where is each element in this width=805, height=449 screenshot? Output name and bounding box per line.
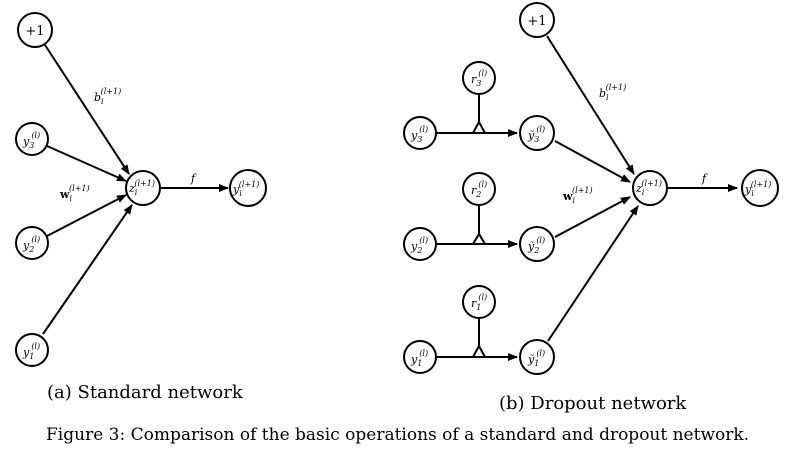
thinned-node-y1: ỹ1(l) [519,339,555,375]
svg-text:r3(l): r3(l) [471,69,487,88]
svg-text:ỹ2(l): ỹ2(l) [527,236,545,255]
output-node: yi(l+1) [229,169,267,207]
input-node-y2: y2(l) [15,226,49,260]
edge-bias-to-z-dropout [546,35,635,175]
mask-node-r2: r2(l) [462,172,496,206]
mask-node-r3: r3(l) [462,61,496,95]
svg-text:y3(l): y3(l) [410,125,428,144]
svg-text:y1(l): y1(l) [22,342,40,361]
bias-node: +1 [17,12,53,48]
mask2-multiplier-icon [471,232,487,245]
svg-text:ỹ1(l): ỹ1(l) [527,349,545,368]
dropout-network: bi(l+1) wi(l+1) f +1 r3(l) r2(l) r1(l) y… [403,2,779,414]
input-node-y1-dropout: y1(l) [403,340,437,374]
weight-vector-label: wi(l+1) [59,184,90,203]
svg-text:r2(l): r2(l) [471,180,487,199]
svg-text:r1(l): r1(l) [471,293,487,312]
edge-y2-to-z [46,194,127,237]
svg-text:yi(l+1): yi(l+1) [232,180,259,198]
svg-text:y3(l): y3(l) [22,131,40,150]
svg-text:zi(l+1): zi(l+1) [128,179,155,197]
z-node: zi(l+1) [125,170,161,206]
bias-node-dropout: +1 [519,2,555,38]
output-node-dropout: yi(l+1) [741,169,779,207]
mask3-multiplier-icon [471,119,487,134]
bias-weight-label: bi(l+1) [94,87,121,106]
thinned-node-y3: ỹ3(l) [519,115,555,151]
thinned-node-y2: ỹ2(l) [519,226,555,262]
svg-text:+1: +1 [25,24,44,39]
figure-caption: Figure 3: Comparison of the basic operat… [46,425,749,445]
mask1-multiplier-icon [471,343,487,358]
caption-dropout: (b) Dropout network [499,393,687,414]
weight-vector-label-dropout: wi(l+1) [562,186,593,205]
edge-thinned1-to-z [547,205,639,342]
svg-text:y2(l): y2(l) [22,235,40,254]
input-node-y2-dropout: y2(l) [403,227,437,261]
z-node-dropout: zi(l+1) [632,170,668,206]
edge-bias-to-z [44,44,130,175]
activation-label-dropout: f [701,172,708,185]
edge-y3-to-z [46,145,127,182]
input-node-y3: y3(l) [15,122,49,156]
svg-text:zi(l+1): zi(l+1) [635,179,662,197]
mask-node-r1: r1(l) [462,285,496,319]
svg-text:ỹ3(l): ỹ3(l) [527,125,545,144]
svg-text:yi(l+1): yi(l+1) [744,180,771,198]
input-node-y3-dropout: y3(l) [403,116,437,150]
activation-label: f [190,172,197,185]
edge-thinned3-to-z [554,140,631,183]
standard-network: bi(l+1) wi(l+1) f +1 y3(l) y2(l) y1(l) z… [15,12,267,403]
svg-text:+1: +1 [527,14,546,29]
bias-weight-label-dropout: bi(l+1) [599,83,626,102]
svg-text:y1(l): y1(l) [410,349,428,368]
edge-y1-to-z [42,204,133,335]
caption-standard: (a) Standard network [47,382,244,403]
svg-text:y2(l): y2(l) [410,236,428,255]
edge-thinned2-to-z [554,196,631,238]
input-node-y1: y1(l) [15,333,49,367]
